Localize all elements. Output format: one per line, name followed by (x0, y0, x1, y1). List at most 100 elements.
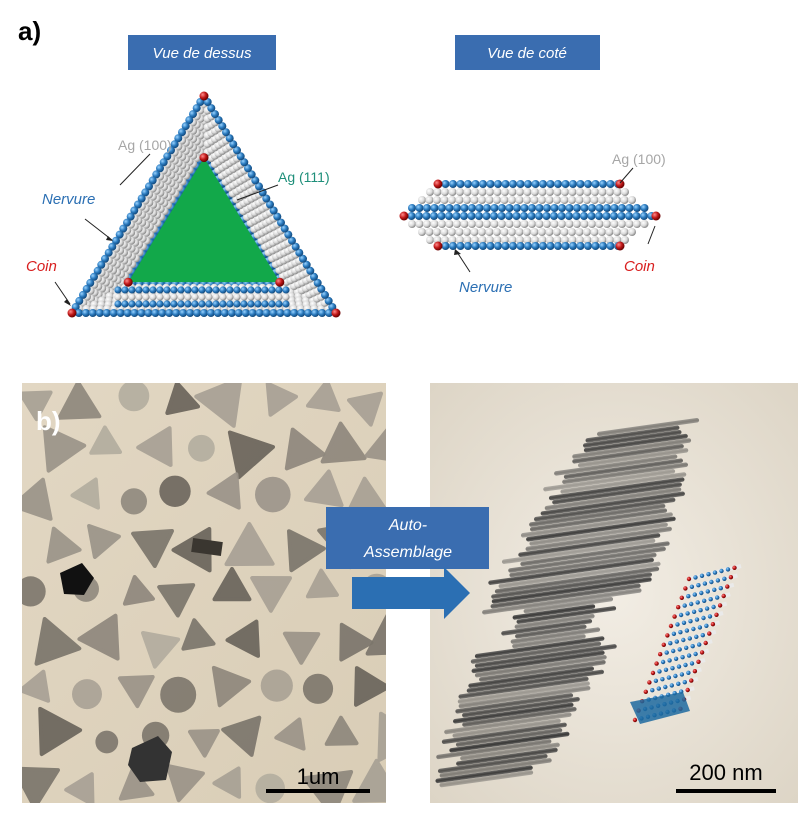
blue-atom (715, 578, 721, 583)
blue-atom (657, 669, 662, 674)
white-atom (408, 220, 416, 228)
blue-atom (486, 180, 495, 188)
red-atom (686, 576, 692, 582)
side-view-title: Vue de coté (487, 45, 567, 62)
blue-atom (318, 309, 327, 317)
top-view-corner-label: Coin (26, 258, 57, 275)
white-atom (508, 228, 516, 236)
white-atom (515, 196, 524, 204)
blue-atom (244, 164, 252, 173)
stacked-nanoprism-rod (597, 418, 700, 437)
stacked-nanoprism-rod (457, 681, 590, 704)
blue-atom (149, 300, 157, 308)
white-atom (535, 220, 544, 228)
blue-atom (464, 242, 472, 250)
blue-atom (114, 300, 122, 308)
blue-atom (282, 286, 290, 294)
blue-atom (584, 180, 592, 188)
white-atom (423, 220, 431, 228)
blue-atom (186, 309, 195, 317)
blue-atom (610, 204, 619, 212)
stacked-nanoprism-rod (436, 739, 552, 760)
blue-atom (81, 309, 90, 317)
blue-atom (464, 180, 472, 188)
blue-atom (104, 248, 113, 257)
red-atom (643, 689, 648, 694)
white-atom (598, 236, 607, 244)
blue-atom (178, 128, 186, 137)
blue-atom (483, 204, 491, 212)
triangular-nanoplate (165, 383, 200, 415)
triangular-nanoplate (284, 427, 326, 471)
blue-atom (109, 309, 118, 317)
blue-atom (524, 180, 532, 188)
blue-atom (184, 300, 192, 308)
white-atom (478, 188, 487, 196)
white-atom (471, 236, 479, 244)
side-view-rib-arrowhead (454, 249, 461, 255)
blue-atom (167, 146, 175, 155)
rounded-nanoplate (72, 679, 102, 710)
white-atom (580, 220, 589, 228)
white-atom (573, 220, 581, 228)
stacked-nanoprism-rod (490, 583, 641, 609)
white-atom (620, 196, 629, 204)
blue-atom (460, 212, 468, 220)
triangular-nanoplate (87, 524, 121, 559)
white-atom (198, 293, 206, 301)
blue-atom (660, 677, 665, 682)
blue-atom (490, 204, 499, 212)
white-atom (590, 228, 599, 236)
blue-atom (255, 182, 263, 191)
red-atom (685, 687, 690, 693)
blue-atom (668, 641, 673, 646)
white-atom (486, 236, 494, 244)
blue-atom (494, 180, 502, 188)
blue-atom (121, 286, 129, 294)
white-atom (531, 236, 539, 244)
stacked-nanoprism-rod (529, 522, 668, 546)
blue-atom (324, 296, 333, 305)
blue-atom (212, 286, 220, 294)
blue-atom (704, 606, 710, 611)
white-atom (513, 220, 521, 228)
blue-atom (709, 579, 714, 585)
blue-atom (255, 309, 264, 317)
white-atom (501, 236, 509, 244)
triangular-nanoplate (46, 526, 82, 564)
stacked-nanoprism-rod (458, 676, 589, 699)
blue-atom (220, 309, 229, 317)
triangular-nanoplate (320, 421, 367, 464)
white-atom (595, 220, 604, 228)
blue-atom (205, 286, 213, 294)
red-atom (647, 680, 652, 685)
blue-atom (441, 180, 450, 188)
white-atom (426, 236, 434, 244)
blue-atom (468, 204, 476, 212)
blue-atom (269, 206, 278, 215)
blue-atom (653, 678, 659, 683)
top-view-rib-label: Nervure (42, 191, 95, 208)
blue-atom (212, 300, 220, 308)
triangular-nanoplate (365, 614, 386, 656)
white-atom (493, 188, 502, 196)
blue-atom (702, 581, 708, 586)
blue-atom (689, 584, 695, 589)
blue-atom (688, 619, 693, 624)
white-atom (478, 228, 486, 236)
blue-atom (234, 309, 243, 317)
triangular-nanoplate (122, 575, 155, 606)
blue-atom (697, 642, 702, 647)
white-atom (463, 196, 471, 204)
blue-atom (310, 272, 318, 281)
side-view-corner-label: Coin (624, 258, 655, 275)
blue-atom (524, 242, 532, 250)
stacked-nanoprism-rod (543, 469, 676, 492)
blue-atom (141, 188, 150, 197)
blue-atom (690, 644, 695, 649)
blue-atom (102, 309, 111, 317)
red-atom (123, 277, 133, 287)
blue-atom (115, 230, 124, 239)
blue-atom (205, 300, 213, 308)
